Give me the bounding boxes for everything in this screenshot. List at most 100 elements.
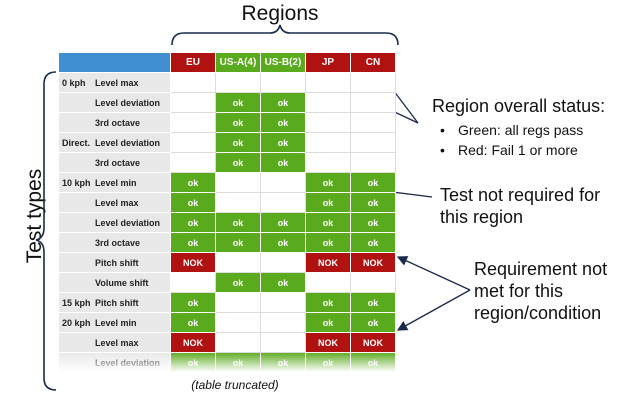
ok-cell: ok: [305, 172, 351, 193]
row-test-label: Level deviation: [95, 97, 161, 108]
region-header: US-B(2): [260, 52, 306, 73]
empty-cell: [215, 332, 261, 353]
empty-cell: [305, 92, 351, 113]
ok-cell: ok: [170, 232, 216, 253]
nok-cell: NOK: [350, 332, 396, 353]
empty-cell: [170, 112, 216, 133]
empty-cell: [260, 292, 306, 313]
row-label: Volume shift: [58, 272, 171, 293]
ok-cell: ok: [305, 232, 351, 253]
row-test-label: Pitch shift: [95, 257, 139, 268]
region-header: EU: [170, 52, 216, 73]
row-test-label: Volume shift: [95, 277, 149, 288]
nok-cell: NOK: [305, 332, 351, 353]
row-label: 3rd octave: [58, 152, 171, 173]
row-test-label: Level max: [95, 77, 139, 88]
empty-cell: [350, 92, 396, 113]
ok-cell: ok: [305, 292, 351, 313]
empty-cell: [260, 192, 306, 213]
empty-cell: [215, 292, 261, 313]
row-test-label: Level max: [95, 197, 139, 208]
empty-cell: [215, 72, 261, 93]
empty-cell: [215, 192, 261, 213]
row-group-label: Direct.: [62, 137, 91, 148]
empty-cell: [305, 272, 351, 293]
empty-cell: [350, 152, 396, 173]
regions-brace: [171, 24, 399, 46]
regions-title: Regions: [241, 2, 319, 25]
region-status-title: Region overall status:: [432, 96, 606, 116]
empty-cell: [260, 312, 306, 333]
ok-cell: ok: [305, 312, 351, 333]
empty-cell: [350, 112, 396, 133]
ok-cell: ok: [260, 152, 306, 173]
nok-cell: NOK: [170, 332, 216, 353]
nok-cell: NOK: [350, 252, 396, 273]
row-test-label: Level max: [95, 337, 139, 348]
ok-cell: ok: [170, 212, 216, 233]
not-required-note: Test not required for this region: [440, 185, 601, 227]
ok-cell: ok: [260, 92, 306, 113]
region-header: CN: [350, 52, 396, 73]
ok-cell: ok: [215, 152, 261, 173]
ok-cell: ok: [305, 192, 351, 213]
empty-cell: [350, 272, 396, 293]
row-test-label: Level deviation: [95, 137, 161, 148]
ok-cell: ok: [260, 112, 306, 133]
ok-cell: ok: [350, 232, 396, 253]
empty-cell: [170, 92, 216, 113]
legend-red-bullet: Red: Fail 1 or more: [440, 140, 583, 160]
row-test-label: 3rd octave: [95, 117, 141, 128]
empty-cell: [170, 152, 216, 173]
row-label: 3rd octave: [58, 112, 171, 133]
row-test-label: Pitch shift: [95, 297, 139, 308]
region-status-legend: Green: all regs pass Red: Fail 1 or more: [440, 120, 583, 160]
empty-cell: [215, 312, 261, 333]
arrow-to-nok-pitch: [396, 256, 471, 291]
requirement-note: Requirement not met for this region/cond…: [474, 259, 608, 323]
empty-cell: [260, 332, 306, 353]
empty-cell: [170, 132, 216, 153]
empty-cell: [350, 72, 396, 93]
empty-cell: [215, 172, 261, 193]
row-test-label: 3rd octave: [95, 237, 141, 248]
row-label: Level max: [58, 192, 171, 213]
region-header: JP: [305, 52, 351, 73]
row-group-label: 15 kph: [62, 297, 91, 308]
ok-cell: ok: [260, 232, 306, 253]
ok-cell: ok: [215, 92, 261, 113]
truncation-fade: [58, 352, 396, 372]
ok-cell: ok: [350, 172, 396, 193]
nok-cell: NOK: [305, 252, 351, 273]
row-label: 3rd octave: [58, 232, 171, 253]
row-group-label: 10 kph: [62, 177, 91, 188]
row-test-label: Level deviation: [95, 217, 161, 228]
nok-cell: NOK: [170, 252, 216, 273]
row-label: Level deviation: [58, 92, 171, 113]
row-group-label: 20 kph: [62, 317, 91, 328]
row-label: Level max: [58, 332, 171, 353]
ok-cell: ok: [215, 132, 261, 153]
ok-cell: ok: [350, 192, 396, 213]
ok-cell: ok: [215, 232, 261, 253]
ok-cell: ok: [350, 212, 396, 233]
empty-cell: [305, 112, 351, 133]
row-label: Pitch shift: [58, 252, 171, 273]
ok-cell: ok: [260, 132, 306, 153]
ok-cell: ok: [215, 112, 261, 133]
empty-cell: [305, 132, 351, 153]
empty-cell: [260, 72, 306, 93]
